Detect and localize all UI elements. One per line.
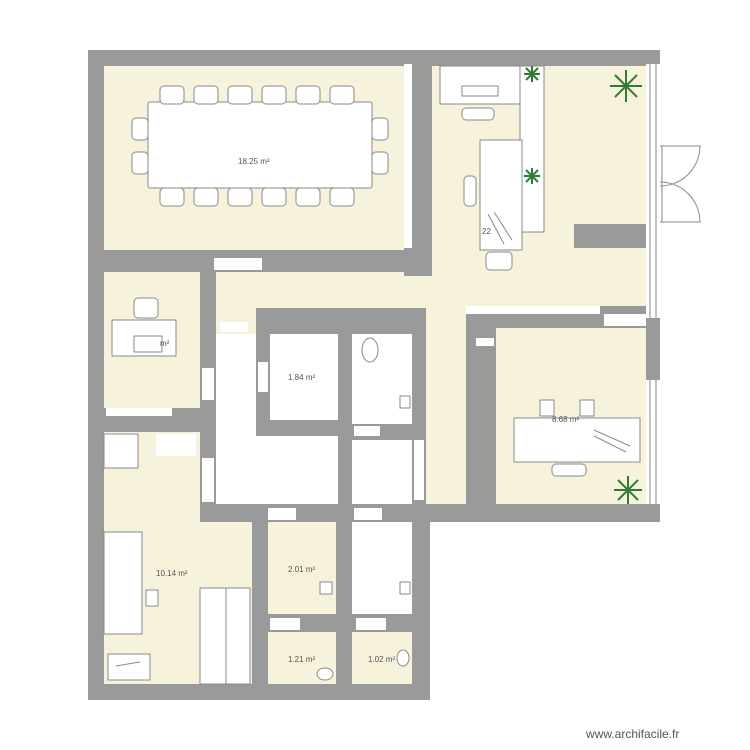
area-label-office-small: m²: [160, 339, 170, 348]
door-service-1: [354, 426, 380, 436]
door-openings: [106, 64, 646, 630]
area-label-wc-1: 1.21 m²: [288, 655, 315, 664]
door-storage-2: [268, 508, 296, 520]
chair-icon: [371, 151, 389, 175]
chair-icon: [193, 187, 219, 207]
door-office-small: [202, 368, 214, 400]
chair-icon: [371, 117, 389, 141]
door-office-right: [476, 338, 494, 346]
sink-icon: [399, 395, 411, 409]
area-label-storage-1: 1.84 m²: [288, 373, 315, 382]
office-small-furniture: [111, 297, 177, 357]
chair-icon: [193, 85, 219, 105]
plant-icon: [614, 476, 642, 504]
door-service-2: [354, 508, 382, 520]
office-top-furniture: [439, 65, 545, 271]
area-label-office-right: 8.68 m²: [552, 415, 579, 424]
door-kitchen: [202, 458, 214, 502]
area-label-kitchen: 10.14 m²: [156, 569, 188, 578]
room-storage-2-floor: [268, 522, 336, 614]
window-office-small: [106, 408, 172, 416]
cabinet-kitchen: [156, 434, 196, 456]
chair-icon: [227, 85, 253, 105]
chair-icon: [261, 187, 287, 207]
corridor-floor: [216, 272, 646, 308]
watermark: www.archifacile.fr: [585, 727, 679, 741]
door-storage-1: [258, 362, 268, 392]
facade-windows: [646, 64, 704, 504]
plant-icon: [524, 66, 540, 82]
chair-icon: [131, 117, 149, 141]
office-right-furniture: [513, 399, 641, 477]
door-wc-2: [356, 618, 386, 630]
chair-icon: [159, 187, 185, 207]
chair-icon: [295, 85, 321, 105]
area-label-meeting: 18.25 m²: [238, 157, 270, 166]
plant-icon: [524, 168, 540, 184]
window-strip-corridor: [466, 306, 600, 314]
door-wc-1: [270, 618, 300, 630]
area-label-wc-2: 1.02 m²: [368, 655, 395, 664]
sanitary-fixtures: [316, 337, 411, 681]
window-meeting: [404, 64, 412, 248]
plant-icon-group: [524, 66, 642, 504]
area-label-office-top: 22: [482, 227, 491, 236]
corridor-right-floor: [426, 308, 466, 504]
chair-icon: [261, 85, 287, 105]
service-spaces: [216, 320, 412, 614]
toilet-icon: [361, 337, 379, 363]
area-labels: 18.25 m² 22 m² 1.84 m² 8.68 m² 10.14 m² …: [156, 157, 579, 664]
plant-icon: [610, 70, 642, 102]
door-corridor-right: [414, 440, 424, 500]
door-meeting: [214, 258, 262, 270]
meeting-table: [131, 85, 389, 207]
kitchen-furniture: [103, 433, 251, 685]
chair-icon: [329, 187, 355, 207]
door-office-right-2: [604, 314, 646, 326]
chair-icon: [329, 85, 355, 105]
area-label-storage-2: 2.01 m²: [288, 565, 315, 574]
chair-icon: [131, 151, 149, 175]
chair-icon: [159, 85, 185, 105]
door-corridor: [220, 322, 248, 332]
chair-icon: [227, 187, 253, 207]
chair-icon: [295, 187, 321, 207]
